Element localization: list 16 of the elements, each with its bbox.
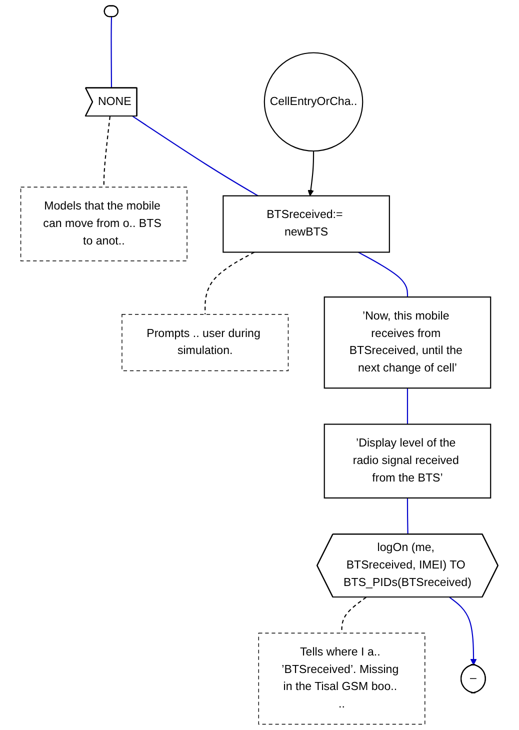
node-box: ’Display level of the radio signal received from the BTS’	[324, 424, 492, 498]
connector	[407, 388, 408, 424]
arrow	[449, 596, 477, 666]
node-box: BTSreceived:= newBTS	[222, 195, 390, 253]
node-box: Models that the mobile can move from o.. BTS to anot..	[20, 186, 188, 262]
connector	[204, 252, 255, 314]
connector	[407, 498, 409, 534]
connector	[110, 16, 112, 88]
node-box: Prompts .. user during simulation.	[122, 314, 289, 372]
node-box: ’Now, this mobile receives from BTSreceived, until the next change of cell’	[324, 296, 492, 389]
arrow	[308, 151, 314, 196]
connector	[132, 116, 258, 196]
connector	[104, 116, 111, 188]
node-box: Tells where I a.. ’BTSreceived’. Missing in the Tisal GSM boo.. ..	[258, 632, 426, 725]
connector	[358, 252, 408, 298]
node-circle: CellEntryOrCha..	[264, 52, 364, 152]
